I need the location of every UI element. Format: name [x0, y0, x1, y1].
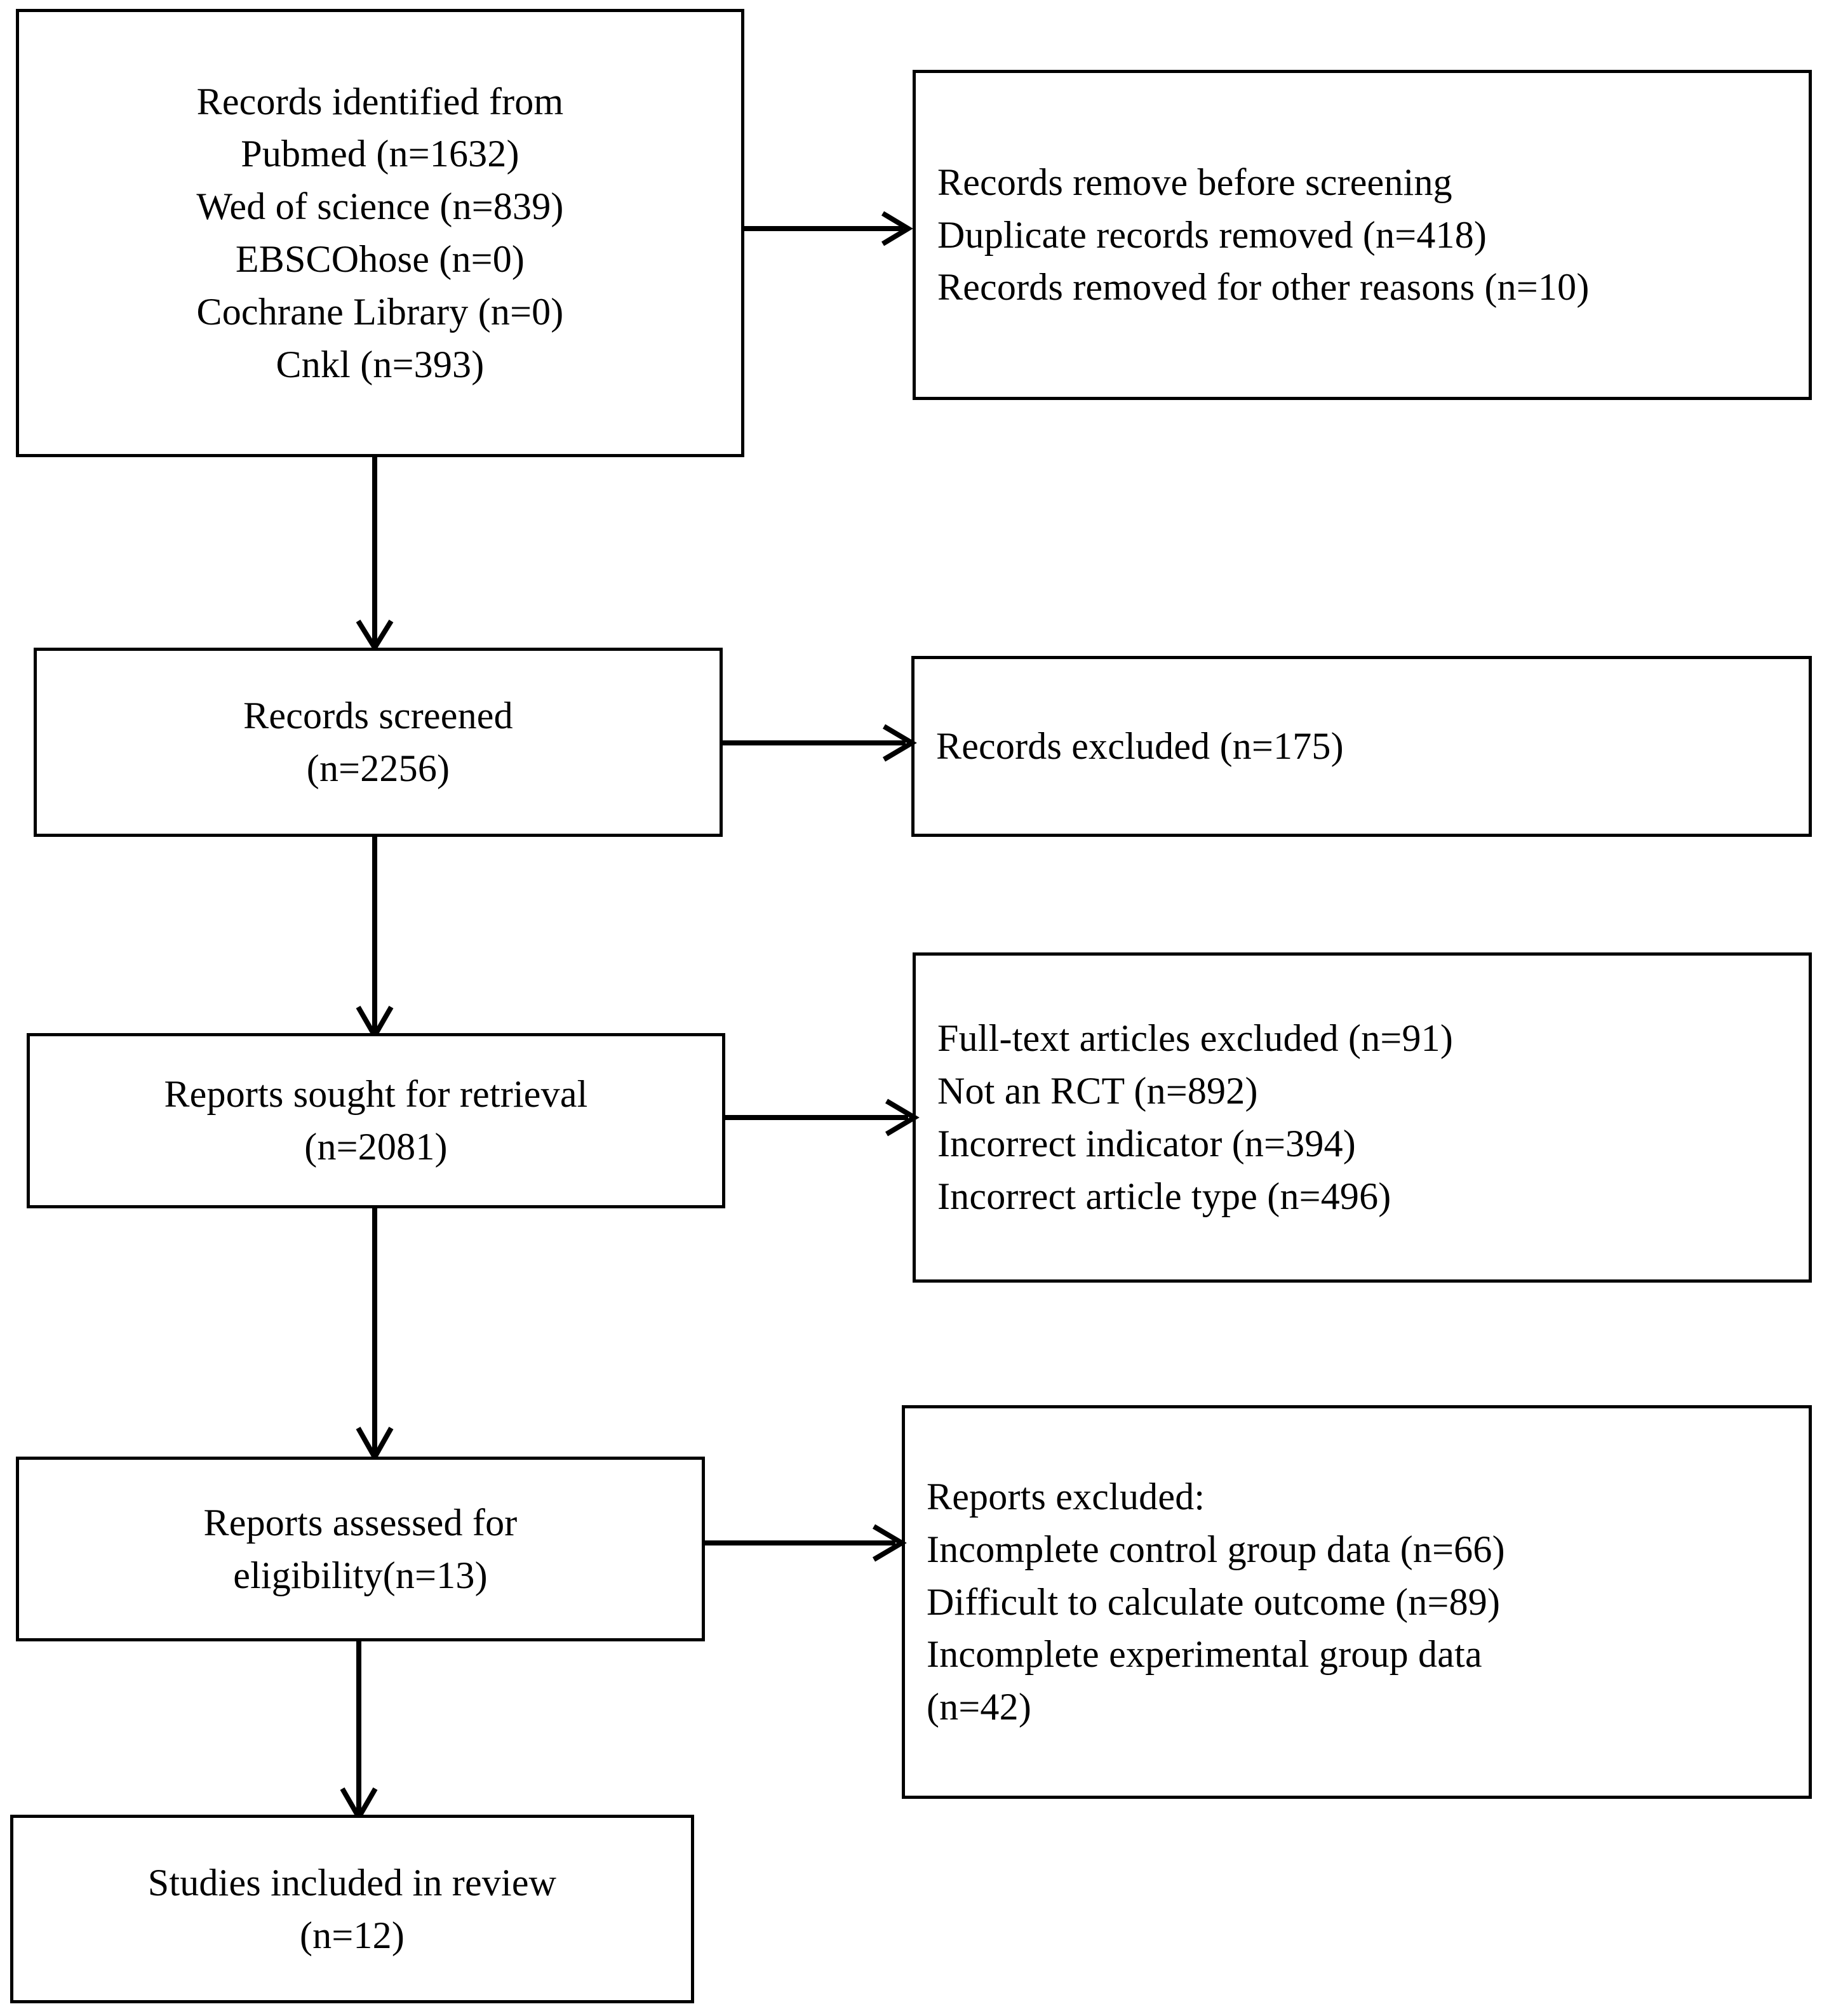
box-reports-sought-line-0: Reports sought for retrieval	[164, 1073, 588, 1116]
box-records-removed-line-2: Records removed for other reasons (n=10)	[937, 266, 1590, 309]
box-studies-included-line-1: (n=12)	[300, 1914, 405, 1956]
box-records-identified: Records identified from Pubmed (n=1632) …	[16, 9, 744, 457]
box-records-screened-line-0: Records screened	[243, 695, 513, 737]
box-records-excluded: Records excluded (n=175)	[911, 656, 1812, 837]
box-fulltext-articles-excluded: Full-text articles excluded (n=91) Not a…	[913, 952, 1812, 1283]
connector-screened-to-sought-icon	[356, 837, 394, 1041]
connector-screened-to-excluded-icon	[723, 724, 926, 762]
box-records-removed-before-screening: Records remove before screening Duplicat…	[913, 70, 1812, 400]
connector-sought-to-fulltext-excluded-icon	[725, 1098, 928, 1137]
box-records-removed-line-1: Duplicate records removed (n=418)	[937, 213, 1487, 256]
box-reports-excluded-line-4: (n=42)	[927, 1686, 1031, 1728]
box-fulltext-excluded-line-3: Incorrect article type (n=496)	[937, 1175, 1391, 1217]
connector-identification-to-removed-icon	[744, 210, 922, 248]
box-reports-assessed: Reports assessed for eligibility(n=13)	[16, 1457, 705, 1641]
box-reports-excluded-line-1: Incomplete control group data (n=66)	[927, 1528, 1505, 1570]
box-records-identified-line-1: Pubmed (n=1632)	[241, 133, 519, 175]
box-records-identified-line-5: Cnkl (n=393)	[276, 343, 485, 385]
box-records-removed-line-0: Records remove before screening	[937, 161, 1452, 203]
box-reports-excluded-line-0: Reports excluded:	[927, 1476, 1205, 1518]
box-records-identified-line-3: EBSCOhose (n=0)	[235, 238, 525, 280]
box-reports-excluded-line-3: Incomplete experimental group data	[927, 1633, 1482, 1676]
box-records-excluded-line-0: Records excluded (n=175)	[936, 725, 1344, 768]
box-fulltext-excluded-line-0: Full-text articles excluded (n=91)	[937, 1017, 1454, 1060]
box-records-identified-line-2: Wed of science (n=839)	[196, 185, 564, 228]
box-studies-included: Studies included in review (n=12)	[10, 1815, 694, 2003]
box-fulltext-excluded-line-2: Incorrect indicator (n=394)	[937, 1123, 1356, 1165]
box-reports-sought: Reports sought for retrieval (n=2081)	[27, 1033, 725, 1208]
connector-assessed-to-reports-excluded-icon	[705, 1524, 914, 1562]
box-reports-assessed-line-0: Reports assessed for	[203, 1501, 518, 1544]
box-reports-sought-line-1: (n=2081)	[304, 1126, 448, 1168]
box-records-screened-line-1: (n=2256)	[306, 747, 450, 789]
box-fulltext-excluded-line-1: Not an RCT (n=892)	[937, 1070, 1258, 1112]
connector-assessed-to-included-icon	[340, 1641, 378, 1822]
box-records-identified-line-0: Records identified from	[196, 80, 564, 123]
box-reports-excluded-line-2: Difficult to calculate outcome (n=89)	[927, 1580, 1501, 1623]
connector-identification-to-screened-icon	[356, 457, 394, 653]
box-reports-assessed-line-1: eligibility(n=13)	[233, 1554, 488, 1596]
box-studies-included-line-0: Studies included in review	[147, 1861, 557, 1904]
box-records-identified-line-4: Cochrane Library (n=0)	[196, 290, 564, 333]
connector-sought-to-assessed-icon	[356, 1208, 394, 1463]
box-records-screened: Records screened (n=2256)	[34, 648, 723, 837]
box-reports-excluded: Reports excluded: Incomplete control gro…	[902, 1405, 1812, 1799]
